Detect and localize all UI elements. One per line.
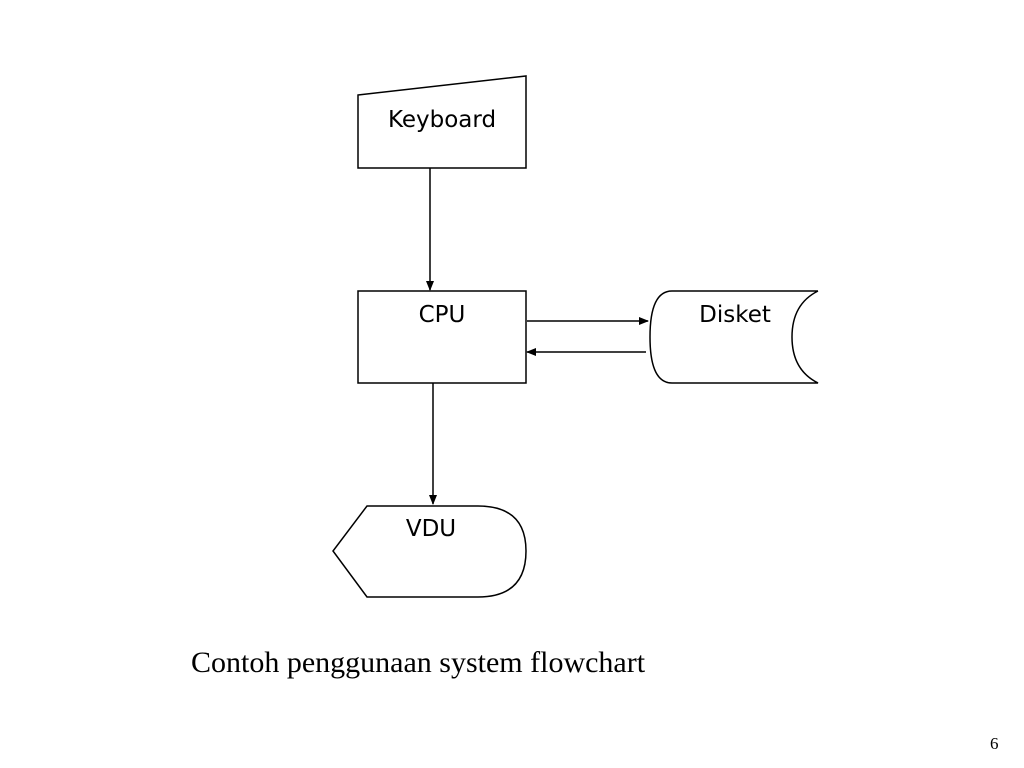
cpu-node: CPU <box>357 290 527 384</box>
vdu-shape <box>332 505 527 598</box>
cpu-shape <box>357 290 527 384</box>
keyboard-node: Keyboard <box>357 75 527 169</box>
vdu-node: VDU <box>332 505 527 598</box>
keyboard-shape <box>357 75 527 169</box>
keyboard-label: Keyboard <box>388 107 496 133</box>
page-number: 6 <box>990 734 999 753</box>
disket-label: Disket <box>699 302 771 328</box>
cpu-label: CPU <box>419 302 466 328</box>
slide-caption: Contoh penggunaan system flowchart <box>191 646 646 679</box>
vdu-label: VDU <box>406 516 456 542</box>
disket-node: Disket <box>649 290 819 384</box>
disket-shape <box>649 290 819 384</box>
